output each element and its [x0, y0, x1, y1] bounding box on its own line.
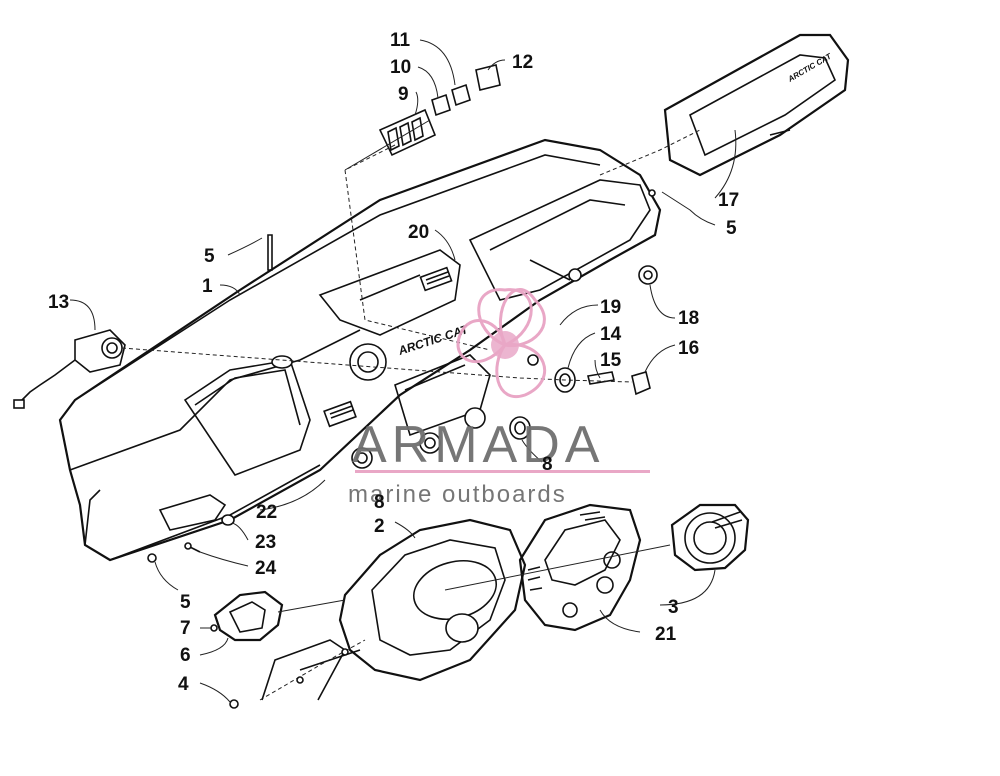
- callout-8-center: 8: [374, 492, 385, 513]
- ignition-switch: [13, 329, 126, 409]
- watermark-underline: [355, 470, 650, 473]
- callout-17: 17: [718, 190, 739, 211]
- callout-9: 9: [398, 84, 409, 105]
- callout-14: 14: [600, 324, 622, 345]
- gauge-faceplate: [518, 503, 642, 632]
- gauge-housing: [299, 518, 527, 682]
- callout-21: 21: [655, 624, 677, 645]
- screw-5-top: [267, 234, 273, 271]
- callout-7: 7: [180, 618, 191, 639]
- upper-recess: [318, 249, 461, 336]
- callout-4: 4: [178, 674, 189, 695]
- dash-badge-top: [419, 266, 453, 292]
- screw-5-right: [648, 189, 656, 197]
- switch-cap-10: [431, 93, 451, 117]
- callout-leaders: [69, 39, 737, 703]
- callout-13: 13: [48, 292, 69, 313]
- nut-23: [221, 514, 235, 526]
- dash-badge-lower: [323, 400, 357, 428]
- callout-1: 1: [202, 276, 213, 297]
- grommet-18: [638, 265, 658, 285]
- knob-center: [419, 432, 441, 454]
- callout-5-top: 5: [204, 246, 215, 267]
- callout-10: 10: [390, 57, 411, 78]
- watermark-brand: ARMADA: [352, 416, 604, 474]
- screw-5-bottom: [147, 553, 157, 563]
- callout-12: 12: [512, 52, 533, 73]
- speedometer: [670, 503, 750, 572]
- callout-24: 24: [255, 558, 277, 579]
- display-hood: ARCTIC CAT: [663, 33, 850, 177]
- mounting-bracket: [259, 639, 366, 701]
- watermark-flower-icon: [456, 287, 547, 399]
- screw-24: [184, 542, 201, 553]
- knob-left: [351, 447, 373, 469]
- callout-22: 22: [256, 502, 277, 523]
- gauge-retainer: [210, 590, 284, 642]
- callout-2: 2: [374, 516, 385, 537]
- key-fob-16: [631, 371, 651, 396]
- display-opening: [468, 179, 651, 301]
- knob-8: [509, 416, 531, 440]
- watermark: ARMADA marine outboards: [348, 287, 650, 508]
- callout-15: 15: [600, 350, 622, 371]
- callout-6: 6: [180, 645, 191, 666]
- callout-23: 23: [255, 532, 276, 553]
- callout-20: 20: [408, 222, 429, 243]
- callout-11: 11: [390, 30, 411, 51]
- callout-19: 19: [600, 297, 621, 318]
- callout-18: 18: [678, 308, 699, 329]
- dash-round-opening-left: [349, 343, 387, 381]
- callout-labels: 11 10 12 9 13 1 5 20 19 14 15 16 18 17 5…: [48, 30, 739, 695]
- callout-16: 16: [678, 338, 699, 359]
- callout-3: 3: [668, 597, 679, 618]
- knob-right: [464, 407, 486, 429]
- callout-5-bottom: 5: [180, 592, 191, 613]
- key-15: [587, 371, 615, 385]
- dash-vent: [271, 355, 293, 369]
- switch-cap-12: [475, 64, 501, 91]
- callout-8-right: 8: [542, 454, 553, 475]
- nut-19: [527, 354, 539, 366]
- switch-recess: [394, 354, 491, 437]
- callout-5-right: 5: [726, 218, 737, 239]
- lower-tray: [158, 494, 227, 531]
- screw-4: [229, 699, 239, 709]
- switch-cap-11: [451, 83, 471, 107]
- glove-box-opening: [183, 359, 311, 476]
- watermark-tagline: marine outboards: [348, 481, 567, 508]
